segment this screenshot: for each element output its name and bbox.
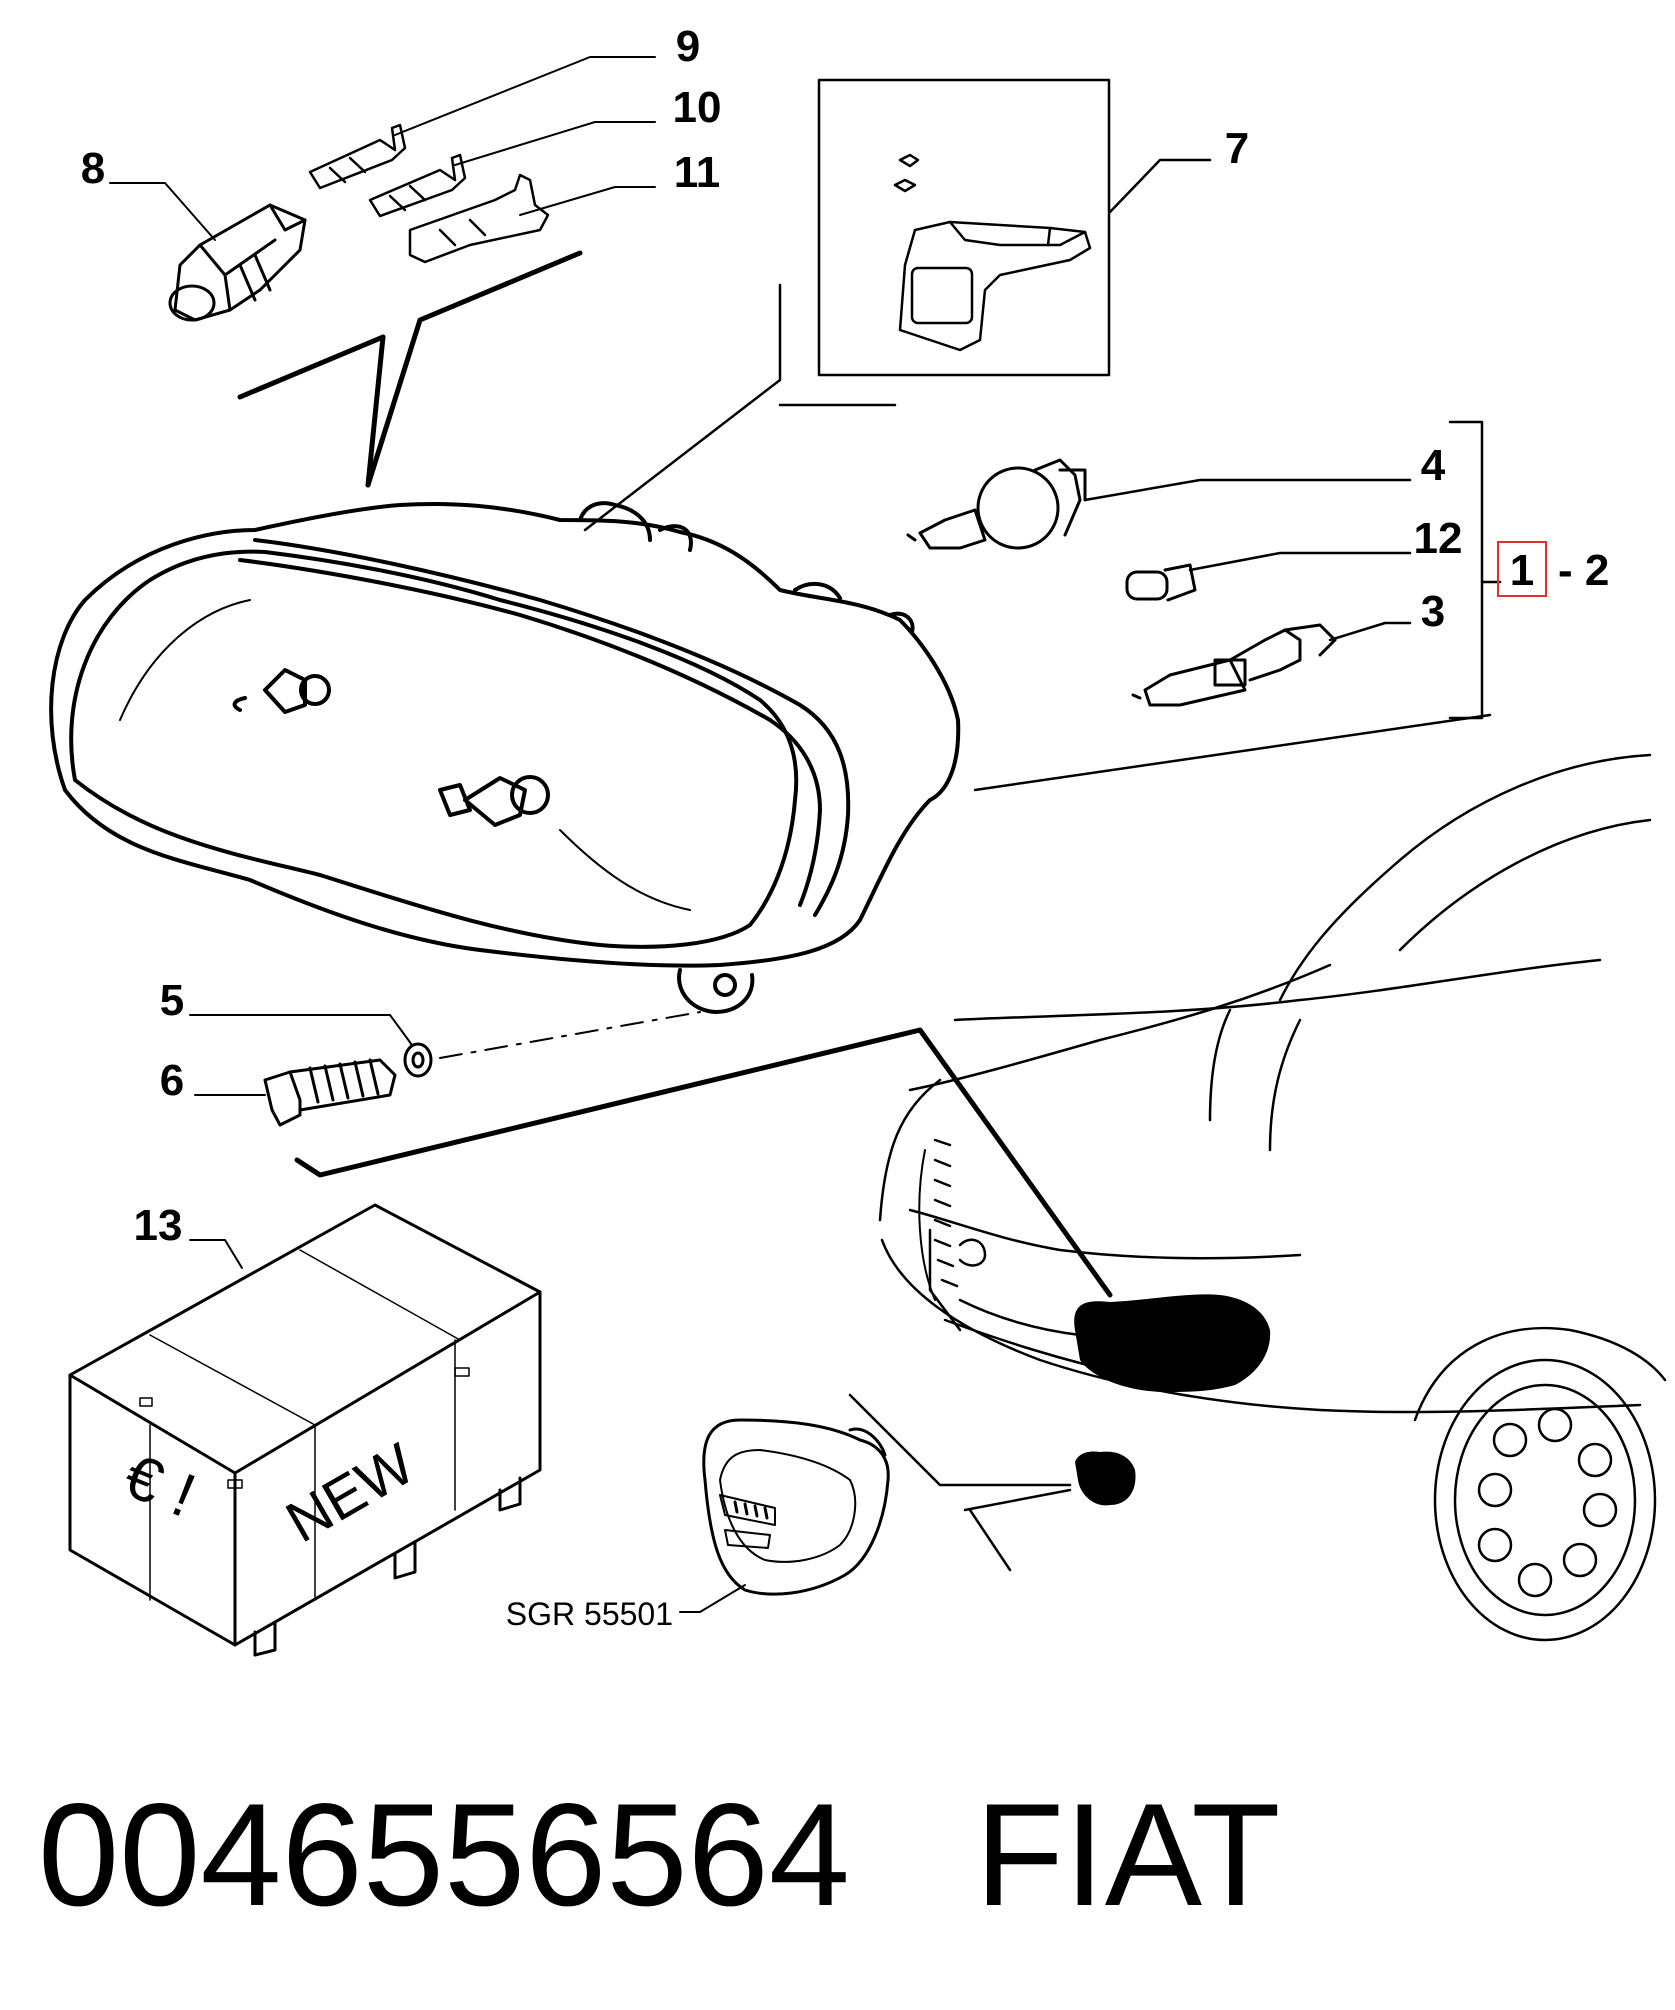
callout-3: 3 [1421,587,1445,636]
leader-lines-screw [189,1011,701,1096]
callout-7: 7 [1225,124,1249,173]
car-front-view [848,753,1667,1642]
callout-6: 6 [160,1056,184,1105]
bulb-leaders-bracket [1083,420,1502,720]
brand-name: FIAT [975,1773,1281,1936]
fog-lamp-part [702,1418,890,1596]
callout-1-highlight-box [1497,541,1547,597]
pointer-wedge-bottom [294,1027,1113,1298]
leader-lines-top-left [109,56,656,241]
callout-10: 10 [673,83,722,132]
screw-6 [263,1058,397,1127]
callout-8: 8 [81,144,105,193]
inset-box-7 [817,78,1212,377]
callout-2: - 2 [1558,546,1609,595]
pointer-wedge-top [237,250,583,488]
crate-leader [189,1239,243,1269]
bulb-12 [1125,563,1197,602]
crate-13 [68,1203,542,1657]
callout-4: 4 [1421,441,1446,490]
bulb-4 [906,458,1087,550]
callout-9: 9 [676,22,700,71]
leader-lines-headlamp [583,283,1492,792]
crate-new-text: NEW [275,1431,425,1555]
terminal-9 [308,123,407,190]
callout-11: 11 [674,148,721,197]
part-number: 0046556564 [38,1773,850,1936]
bulb-3 [1131,623,1337,707]
callout-1: 1 [1510,546,1534,595]
headlamp-assembly [49,501,961,1014]
car-headlamp-highlight [1074,1294,1271,1506]
terminal-10 [368,153,467,218]
washer-5 [403,1042,433,1078]
connector-housing-8 [168,203,307,322]
footer-caption: 0046556564 FIAT [0,1775,1675,1935]
sgr-leader [679,1584,746,1613]
callout-13: 13 [134,1201,183,1250]
crate-euro-symbol: € ! [115,1441,205,1531]
callout-5: 5 [160,976,184,1025]
terminal-11 [408,173,550,264]
callout-12: 12 [1414,514,1463,563]
sgr-part-label: SGR 55501 [506,1596,673,1632]
